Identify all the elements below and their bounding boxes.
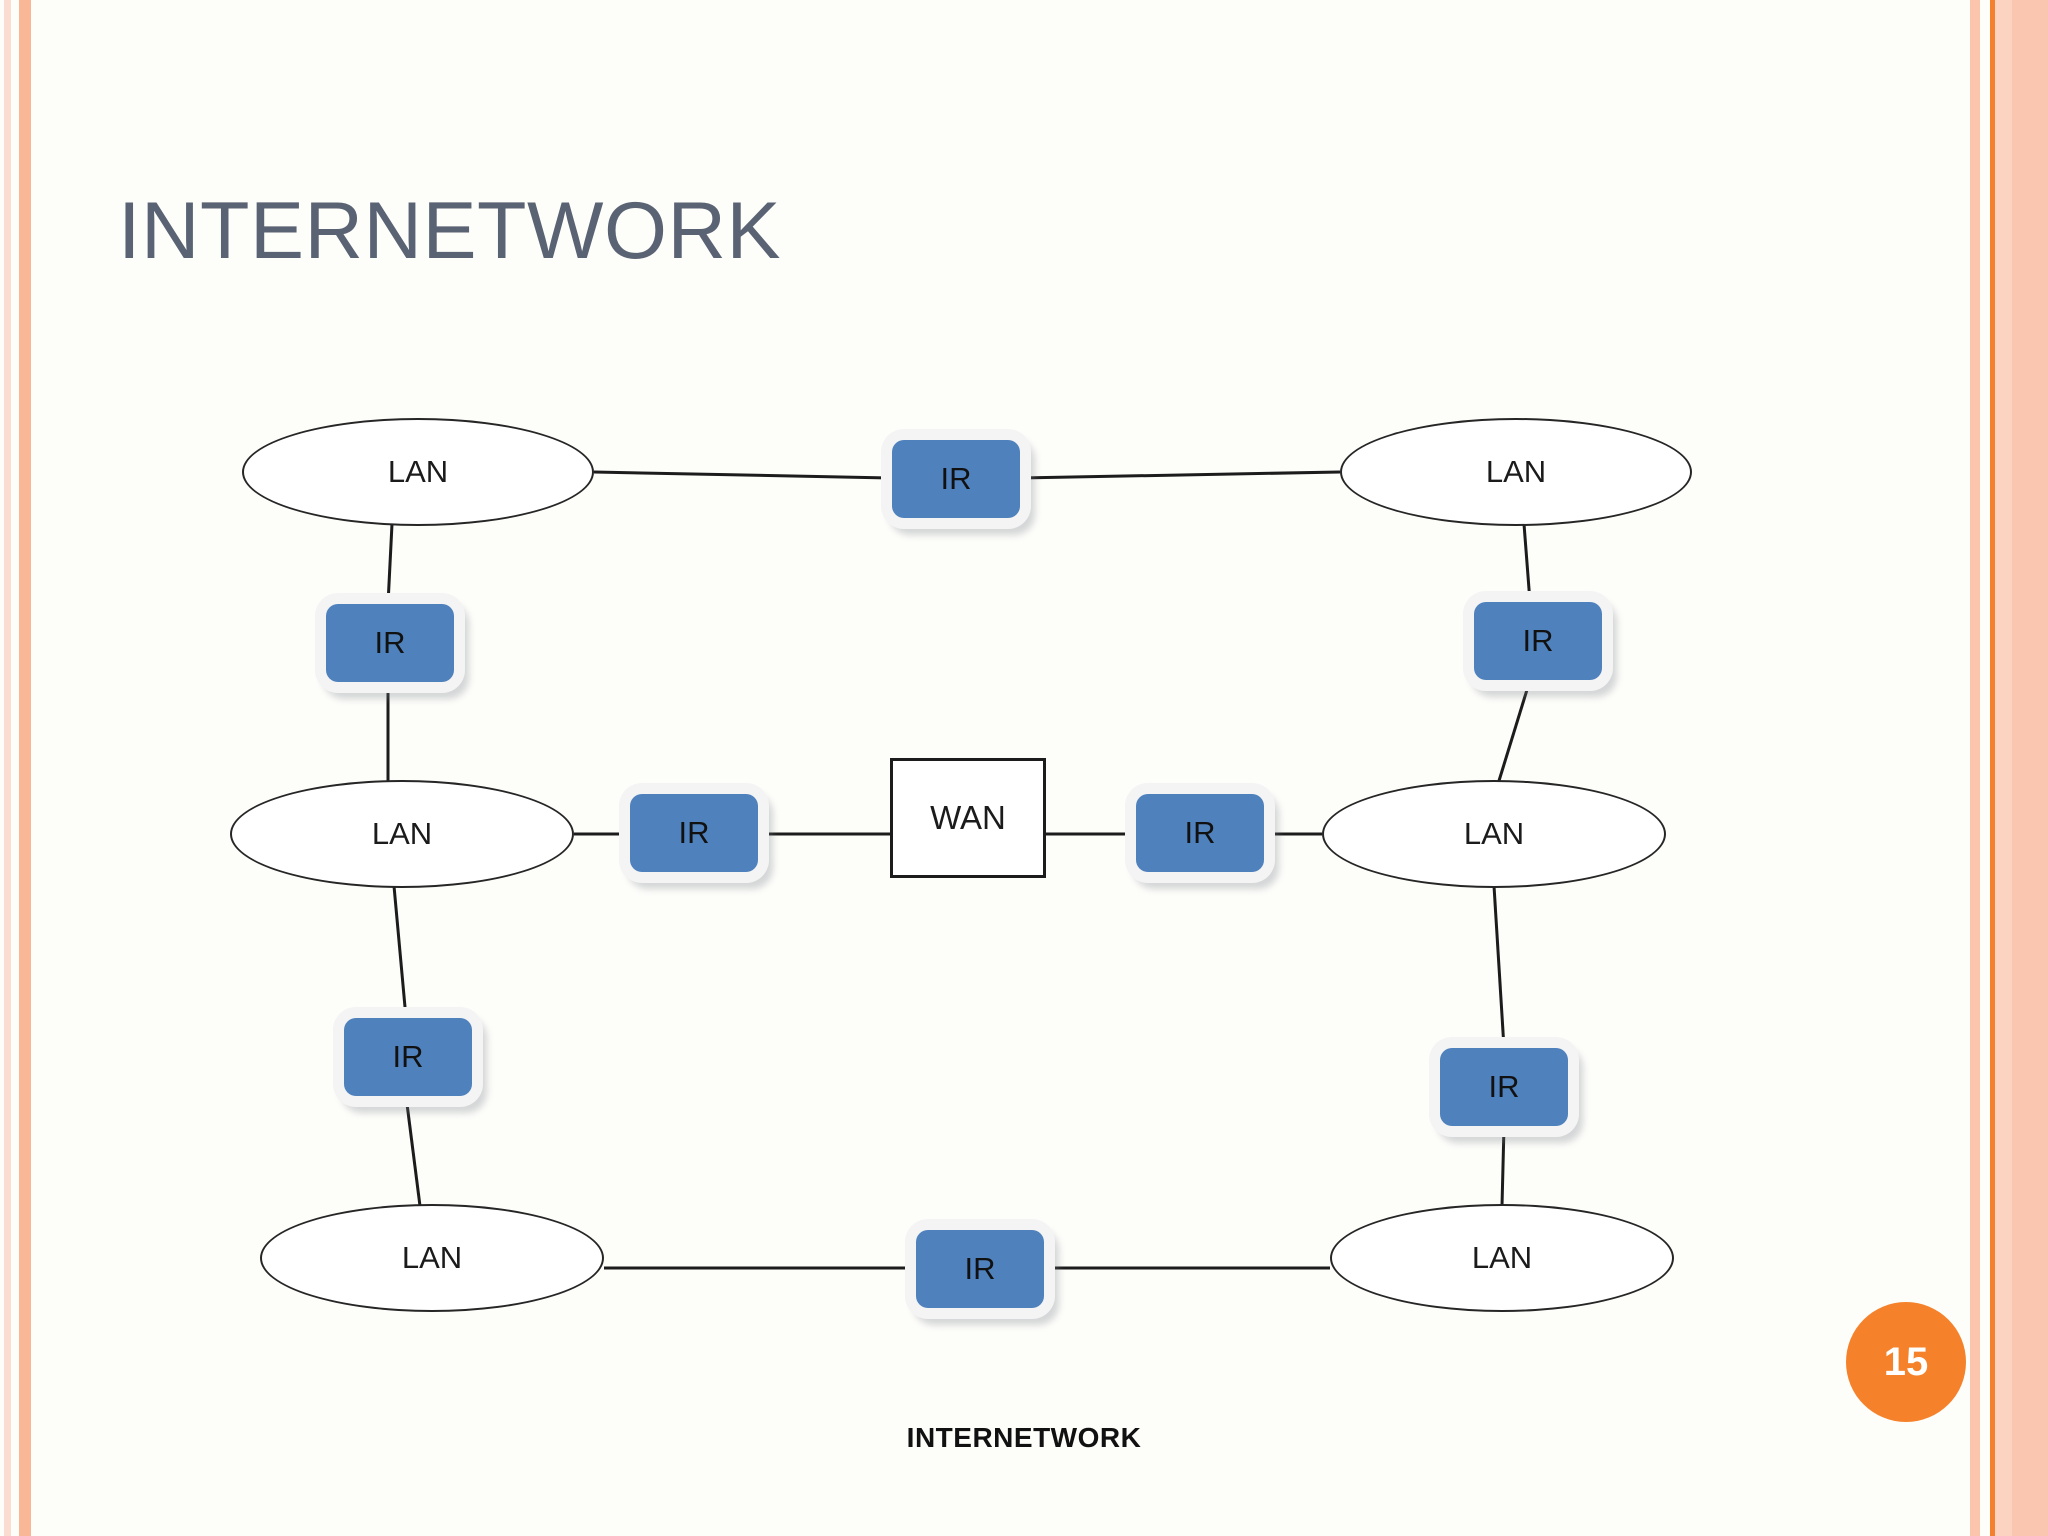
node-label: LAN [387,454,449,489]
diagram-edge [386,523,394,605]
node-ir-left-upper: IR [326,604,454,682]
node-label: LAN [401,1240,463,1275]
node-lan-bottom-left: LAN [260,1204,604,1312]
page-title: INTERNETWORK [118,186,781,276]
node-label: IR [374,625,406,660]
diagram-edge [1492,885,1506,1049]
diagram-edge [392,885,408,1019]
diagram-edge [1522,523,1532,603]
right-border-accent-line [1990,0,1995,1536]
node-label: IR [964,1251,996,1286]
left-border-outer-stripe [19,0,31,1536]
right-border-stripe-b [1992,0,2012,1536]
diagram-edge [1019,470,1341,480]
node-lan-mid-left: LAN [230,780,574,888]
node-label: LAN [1463,816,1525,851]
node-ir-mid-left: IR [630,794,758,872]
node-label: WAN [930,799,1006,836]
node-label: LAN [1471,1240,1533,1275]
diagram-edge [1500,1125,1506,1207]
node-lan-top-left: LAN [242,418,594,526]
node-label: IR [678,815,710,850]
diagram-edge [1496,679,1532,785]
node-lan-mid-right: LAN [1322,780,1666,888]
node-label: IR [1522,623,1554,658]
node-lan-bottom-right: LAN [1330,1204,1674,1312]
node-label: IR [392,1039,424,1074]
node-wan-center: WAN [890,758,1046,878]
left-border-inner-stripe [4,0,11,1536]
diagram-edge [593,470,893,480]
node-label: IR [1488,1069,1520,1104]
node-label: IR [940,461,972,496]
node-label: IR [1184,815,1216,850]
node-ir-right-upper: IR [1474,602,1602,680]
right-border-stripe-a [1970,0,1980,1536]
node-label: LAN [1485,454,1547,489]
node-ir-top-center: IR [892,440,1020,518]
node-ir-mid-right: IR [1136,794,1264,872]
node-ir-left-lower: IR [344,1018,472,1096]
node-ir-bottom-center: IR [916,1230,1044,1308]
page-number-badge: 15 [1846,1302,1966,1422]
node-label: LAN [371,816,433,851]
node-lan-top-right: LAN [1340,418,1692,526]
diagram-caption: INTERNETWORK [906,1422,1142,1453]
diagram-edge [404,1095,422,1207]
node-ir-right-lower: IR [1440,1048,1568,1126]
